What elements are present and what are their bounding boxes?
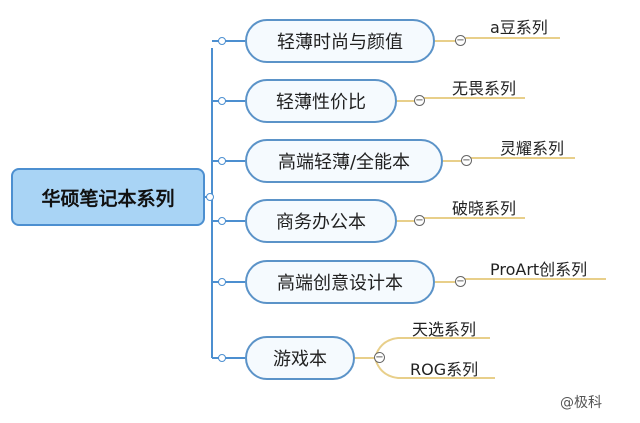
leaf-series-vivobook[interactable]: 无畏系列 [452, 79, 517, 98]
connector-dot [218, 97, 226, 105]
branch-node-premium-thin[interactable]: 高端轻薄/全能本 [245, 139, 443, 183]
connector-dot [218, 37, 226, 45]
branch-node-thin-value[interactable]: 轻薄性价比 [245, 79, 397, 123]
branch-node-thin-fashion[interactable]: 轻薄时尚与颜值 [245, 19, 435, 63]
collapse-icon[interactable]: − [455, 276, 466, 287]
connector-dot [218, 217, 226, 225]
collapse-icon[interactable]: − [461, 155, 472, 166]
leaf-series-expertbook[interactable]: 破晓系列 [452, 199, 517, 218]
branch-node-business[interactable]: 商务办公本 [245, 199, 397, 243]
branch-node-creator[interactable]: 高端创意设计本 [245, 260, 435, 304]
connector-dot [218, 278, 226, 286]
connector-dot [218, 354, 226, 362]
leaf-series-rog[interactable]: ROG系列 [410, 360, 479, 379]
watermark: @极科 [560, 395, 602, 411]
connector-dot [218, 157, 226, 165]
collapse-icon[interactable]: − [414, 95, 425, 106]
collapse-icon[interactable]: − [455, 35, 466, 46]
leaf-series-zenbook[interactable]: 灵耀系列 [500, 139, 565, 158]
collapse-icon[interactable]: − [414, 215, 425, 226]
leaf-series-tianxuan[interactable]: 天选系列 [412, 320, 477, 339]
branch-node-gaming[interactable]: 游戏本 [245, 336, 355, 380]
connector-dot [206, 193, 214, 201]
root-node[interactable]: 华硕笔记本系列 [11, 168, 205, 226]
leaf-series-adou[interactable]: a豆系列 [490, 18, 548, 37]
leaf-series-proart[interactable]: ProArt创系列 [490, 260, 588, 279]
collapse-icon[interactable]: − [374, 352, 385, 363]
